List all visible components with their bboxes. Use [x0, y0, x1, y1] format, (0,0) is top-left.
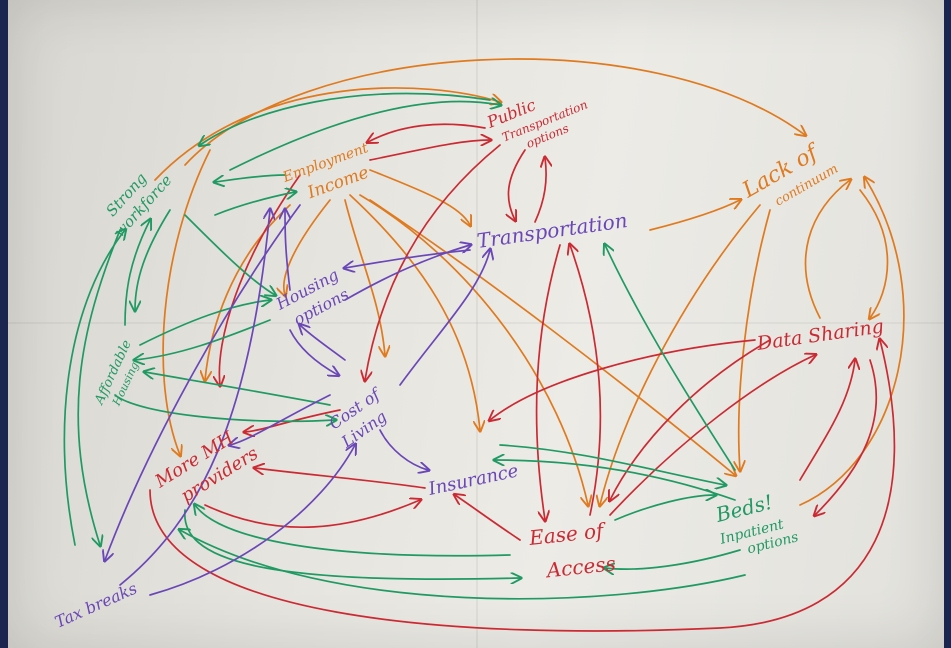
node-beds-inpatient: Beds! Inpatient options — [712, 490, 800, 558]
arrow-green — [135, 319, 271, 360]
node-housing-options: Housing options — [272, 265, 352, 329]
arrow-orange — [205, 204, 291, 380]
arrow-purple — [300, 325, 346, 361]
arrow-red — [508, 149, 526, 220]
arrow-green — [614, 495, 715, 521]
arrow-green — [135, 209, 171, 310]
arrow-red — [369, 140, 490, 161]
arrow-green — [495, 460, 736, 501]
arrow-green — [214, 192, 295, 216]
arrow-red — [455, 495, 521, 541]
arrow-red — [204, 500, 420, 529]
arrow-orange — [349, 194, 480, 430]
node-lack-of-continuum: Lack of continuum — [738, 139, 841, 210]
arrow-green — [139, 300, 270, 346]
arrow-green — [200, 92, 491, 145]
arrow-green — [63, 230, 125, 546]
arrow-orange — [184, 58, 805, 166]
arrow-purple — [379, 429, 428, 470]
arrow-red — [815, 359, 878, 515]
arrow-red — [149, 340, 896, 632]
arrow-green — [184, 509, 520, 579]
arrow-purple — [344, 245, 470, 301]
arrow-red — [535, 244, 561, 520]
arrow-purple — [345, 249, 471, 268]
arrow-purple — [399, 250, 490, 386]
node-affordable-housing: Affordable Housing — [92, 338, 142, 409]
arrow-red — [609, 355, 815, 516]
arrow-red — [610, 339, 771, 500]
node-ease-of-access-line2: Access — [544, 551, 617, 582]
arrow-orange — [369, 169, 470, 225]
node-insurance-label: Insurance — [426, 460, 521, 500]
node-employment-income: Employment Income — [280, 140, 372, 203]
arrow-purple — [285, 210, 290, 291]
node-ease-of-access: Ease of Access — [527, 518, 617, 583]
node-tax-breaks-label: Tax breaks — [52, 579, 140, 632]
arrow-green — [229, 101, 500, 171]
arrow-orange — [804, 180, 850, 319]
arrow-red — [570, 245, 602, 516]
node-data-sharing-label: Data Sharing — [755, 315, 886, 355]
arrow-red — [799, 360, 855, 481]
node-ease-of-access-line1: Ease of — [527, 518, 608, 550]
arrow-red — [219, 174, 301, 385]
arrow-purple — [105, 204, 301, 560]
arrow-orange — [649, 200, 740, 231]
arrow-orange — [739, 209, 771, 470]
arrow-orange — [799, 178, 905, 506]
arrow-purple — [230, 394, 331, 445]
node-public-transportation: Public Transportation options — [483, 95, 589, 151]
arrow-green — [499, 444, 725, 485]
arrow-red — [534, 158, 546, 223]
node-tax-breaks: Tax breaks — [52, 579, 140, 632]
paper-fold-horizontal — [8, 322, 944, 324]
arrow-red — [490, 339, 756, 420]
arrow-green — [215, 174, 286, 182]
arrow-green — [605, 549, 741, 569]
arrow-red — [368, 123, 486, 142]
arrow-orange — [284, 199, 331, 295]
arrow-green — [114, 394, 335, 421]
arrow-green — [195, 505, 511, 557]
arrow-green — [77, 229, 121, 545]
arrow-orange — [859, 189, 889, 318]
arrow-red — [245, 409, 341, 432]
arrow-red — [255, 468, 426, 489]
node-more-mh-providers: More MH providers — [151, 427, 262, 506]
arrow-green — [184, 214, 275, 295]
node-insurance: Insurance — [426, 460, 521, 500]
arrow-orange — [600, 204, 761, 505]
arrow-purple — [119, 210, 270, 586]
arrow-orange — [162, 149, 211, 455]
node-data-sharing: Data Sharing — [755, 315, 886, 355]
arrow-orange — [359, 194, 588, 505]
arrow-purple — [149, 445, 355, 596]
arrow-purple — [289, 329, 338, 375]
arrow-orange — [344, 199, 385, 355]
arrow-green — [180, 530, 746, 600]
arrow-red — [365, 144, 501, 380]
arrow-green — [124, 220, 150, 326]
arrow-green — [145, 372, 331, 406]
arrow-green — [605, 245, 736, 471]
arrow-layer — [63, 58, 905, 632]
paper-fold-vertical — [476, 0, 478, 648]
